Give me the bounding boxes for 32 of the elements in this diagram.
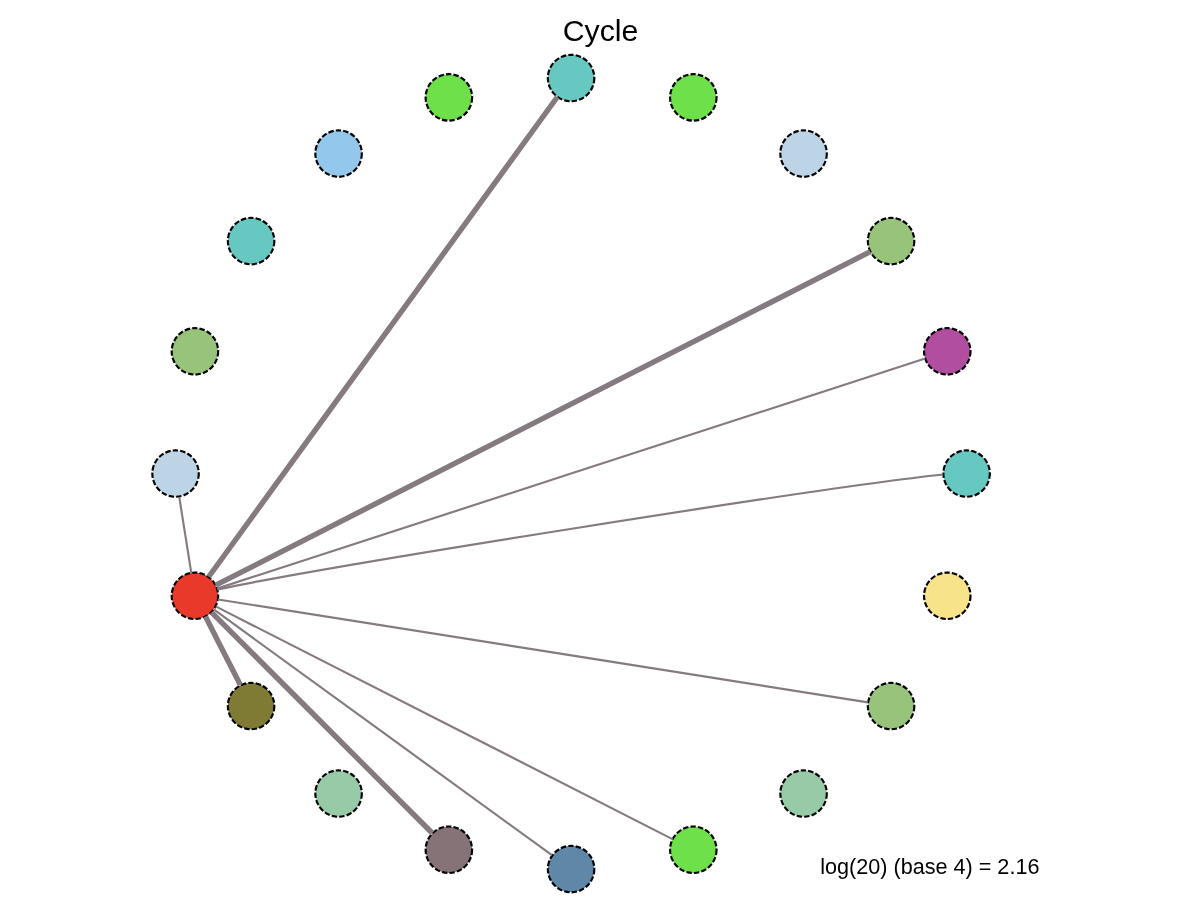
node-circle xyxy=(424,73,473,122)
node-circle xyxy=(922,327,972,376)
node-circle xyxy=(866,681,915,731)
node-circle xyxy=(226,216,275,266)
node-circle xyxy=(226,681,275,731)
connector xyxy=(216,357,925,590)
node-circle xyxy=(778,129,828,178)
connector xyxy=(202,615,243,687)
connector xyxy=(214,605,673,841)
node-circle xyxy=(922,571,972,621)
node-circle xyxy=(424,825,473,875)
node-circle xyxy=(546,844,595,894)
connector xyxy=(212,608,553,857)
connector xyxy=(206,95,559,579)
node-circle xyxy=(170,571,219,621)
diagram-title: Cycle xyxy=(562,14,638,48)
connector xyxy=(209,610,434,835)
label: log(20) (base 4) = 2.16 xyxy=(819,854,1039,880)
node-circle xyxy=(668,825,718,875)
node-circle xyxy=(778,769,828,818)
connector xyxy=(216,473,943,591)
node-circle xyxy=(941,449,991,498)
connector xyxy=(214,249,872,588)
node-circle xyxy=(170,327,219,376)
node-circle xyxy=(313,129,363,178)
node-circle xyxy=(546,53,595,103)
node-circle xyxy=(866,216,915,266)
node-circle xyxy=(313,769,363,818)
node-circle xyxy=(668,73,718,122)
node-circle xyxy=(150,449,200,498)
connector xyxy=(177,496,192,573)
connector xyxy=(217,598,868,704)
